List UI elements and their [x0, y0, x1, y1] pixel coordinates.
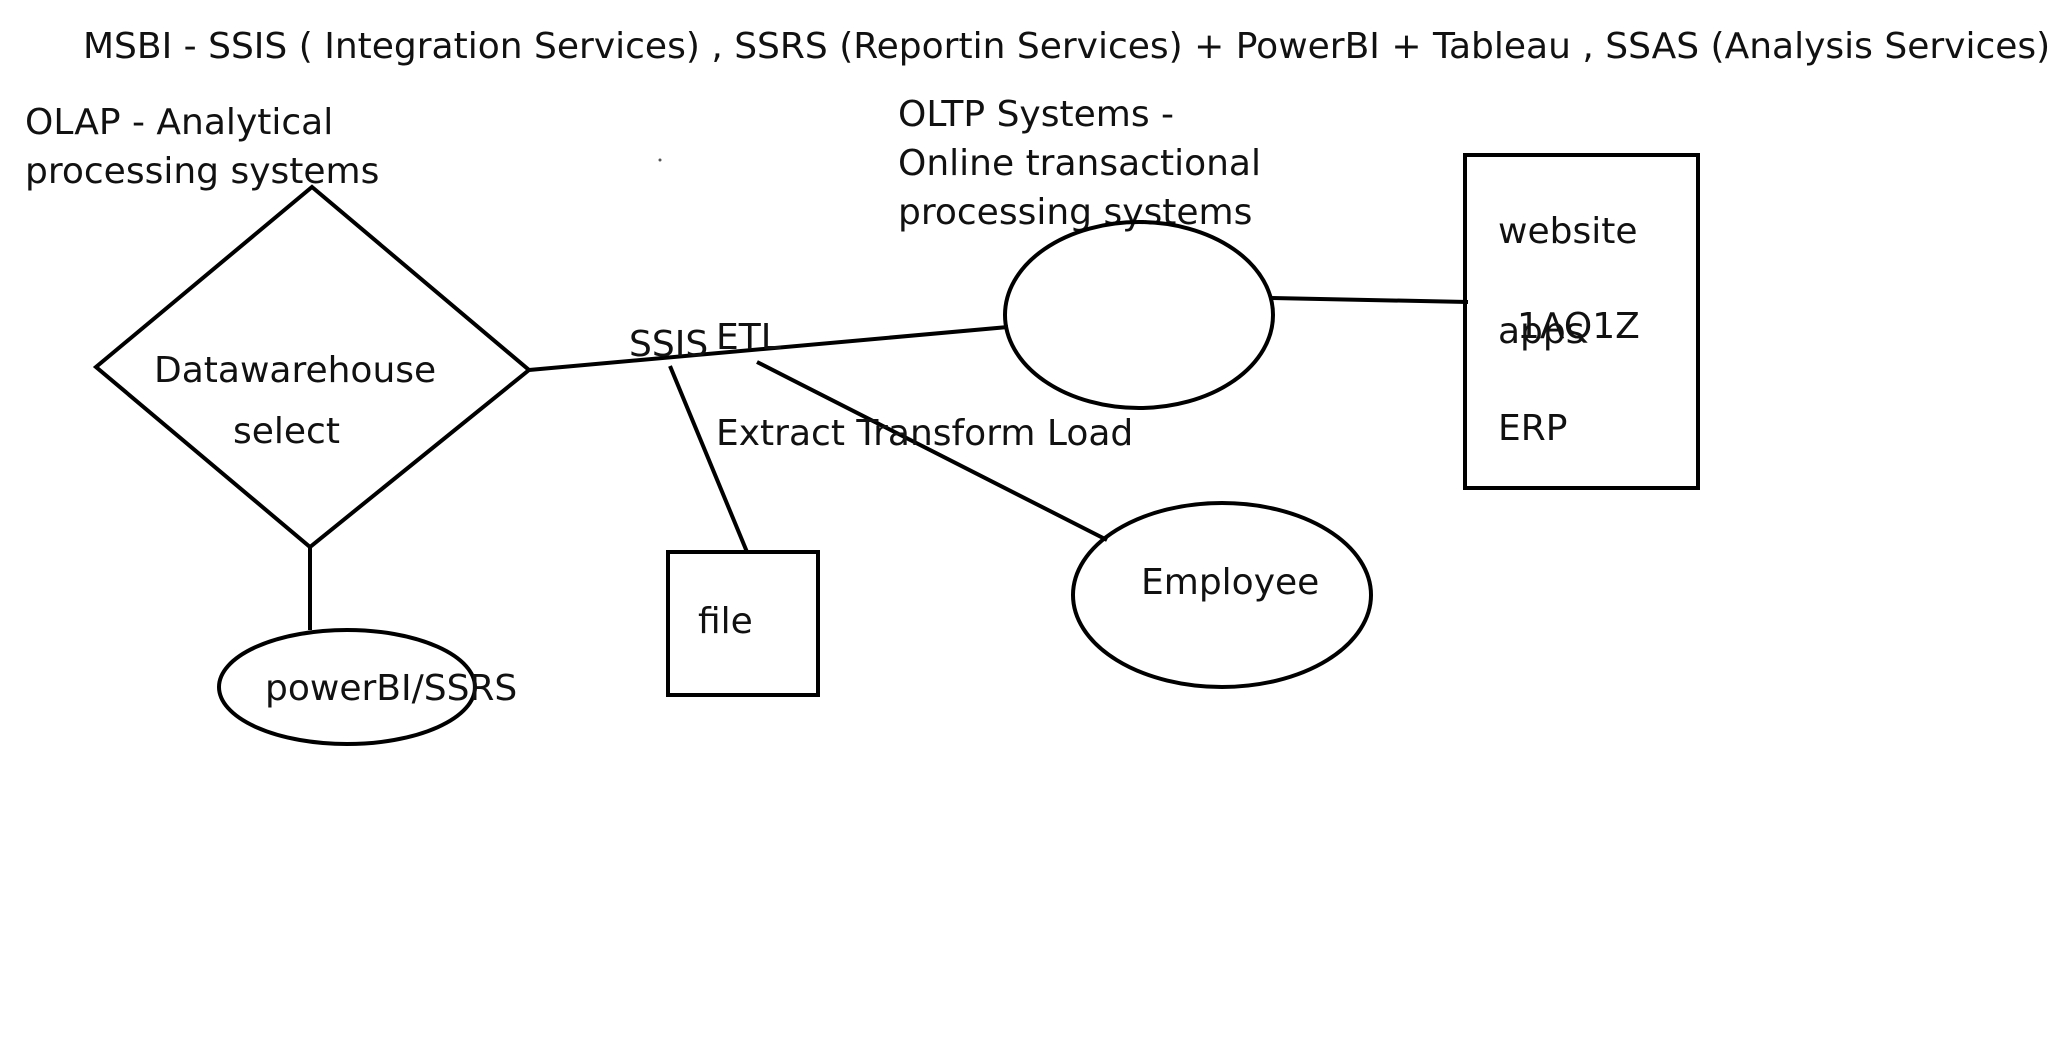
employee-node [1071, 501, 1373, 689]
sources-item-apps: apps [1498, 311, 1585, 352]
file-label: file [698, 601, 753, 642]
powerbi-label: powerBI/SSRS [265, 668, 517, 709]
connector-etl-employee [756, 360, 1108, 542]
olap-note-line1: OLAP - Analytical [25, 102, 333, 143]
connector-oltp-sources [1271, 296, 1469, 304]
etl-label: ETL [716, 317, 781, 358]
sources-item-erp: ERP [1498, 408, 1567, 449]
sources-item-website: website [1498, 211, 1637, 252]
sources-node [1463, 153, 1700, 490]
connector-datawarehouse-oltp [528, 325, 1009, 372]
oltp-note-line3: processing systems [898, 192, 1252, 233]
ssis-label: SSIS [629, 324, 708, 365]
datawarehouse-sublabel: select [233, 411, 340, 452]
connector-ssis-file [668, 365, 749, 553]
stray-dot [658, 158, 662, 162]
file-node [666, 550, 820, 697]
datawarehouse-node [92, 184, 533, 550]
oltp-note-line1: OLTP Systems - [898, 94, 1174, 135]
datawarehouse-label: Datawarehouse [154, 350, 436, 391]
page-title: MSBI - SSIS ( Integration Services) , SS… [83, 26, 2050, 67]
powerbi-node [217, 628, 477, 746]
oltp-node [1003, 220, 1275, 410]
oltp-note-line2: Online transactional [898, 143, 1261, 184]
employee-label: Employee [1141, 562, 1319, 603]
etl-expanded-label: Extract Transform Load [716, 413, 1133, 454]
sources-overlay-text: 1AQ1Z [1517, 306, 1640, 347]
olap-note-line2: processing systems [25, 151, 379, 192]
